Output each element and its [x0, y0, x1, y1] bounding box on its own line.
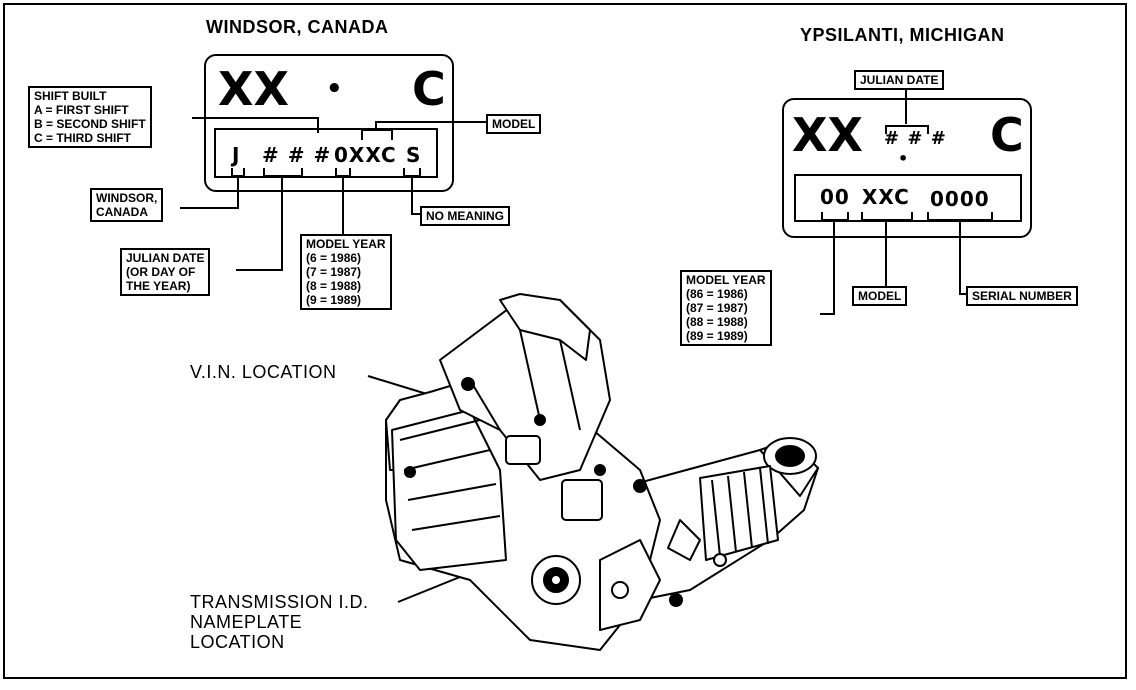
windsor-title: WINDSOR, CANADA [206, 17, 389, 37]
nameplate-location-line2: NAMEPLATE [190, 612, 303, 632]
windsor-plate-right: C [412, 62, 446, 116]
windsor-model-year-8: (8 = 1988) [306, 279, 362, 293]
no-meaning-leader [411, 176, 420, 215]
no-meaning-label: NO MEANING [420, 206, 510, 226]
model-leader [375, 121, 486, 130]
nameplate-location-line1: TRANSMISSION I.D. [190, 592, 369, 612]
vin-location-label: V.I.N. LOCATION [190, 362, 337, 382]
windsor-code-j: J [232, 143, 241, 167]
ypsilanti-nameplate [782, 98, 1032, 238]
windsor-code-model: 0XXC [334, 143, 397, 167]
windsor-code-hash: # # # [262, 143, 332, 167]
windsor-model-year-7: (7 = 1987) [306, 265, 362, 279]
windsor-plate-left: XX [218, 62, 289, 116]
ypsilanti-model-year-89: (89 = 1989) [686, 329, 748, 343]
windsor-code-s: S [406, 143, 422, 167]
windsor-nameplate [204, 54, 454, 192]
julian-date-line2: (OR DAY OF [126, 265, 196, 279]
julian-leader [236, 176, 283, 271]
shift-built-b: B = SECOND SHIFT [34, 117, 146, 131]
shift-built-box: SHIFT BUILT A = FIRST SHIFT B = SECOND S… [28, 86, 152, 148]
nameplate-location-label: TRANSMISSION I.D. NAMEPLATE LOCATION [190, 592, 369, 652]
ypsilanti-code-box [794, 174, 1022, 222]
yps-model-year-leader [820, 220, 835, 315]
windsor-model-year-9: (9 = 1989) [306, 293, 362, 307]
windsor-leader [180, 176, 239, 209]
ypsilanti-code-serial: 0000 [930, 187, 990, 211]
ypsilanti-title: YPSILANTI, MICHIGAN [800, 25, 1005, 45]
shift-built-c: C = THIRD SHIFT [34, 131, 132, 145]
ypsilanti-model-year-title: MODEL YEAR [686, 273, 766, 287]
yps-hash-bracket [885, 125, 929, 134]
windsor-model-label: MODEL [486, 114, 542, 134]
julian-date-line3: THE YEAR) [126, 279, 191, 293]
diagram-border [3, 3, 1127, 679]
ypsilanti-model-label: MODEL [852, 286, 908, 306]
shift-built-title: SHIFT BUILT [34, 89, 107, 103]
windsor-model-year-6: (6 = 1986) [306, 251, 362, 265]
ypsilanti-code-year: 00 [820, 185, 850, 209]
windsor-label-line1: WINDSOR, [96, 191, 158, 205]
ypsilanti-model-year-86: (86 = 1986) [686, 287, 748, 301]
ypsilanti-model-year-87: (87 = 1987) [686, 301, 748, 315]
ypsilanti-plate-right: C [990, 108, 1024, 162]
windsor-model-year-box: MODEL YEAR (6 = 1986) (7 = 1987) (8 = 19… [300, 234, 392, 310]
nameplate-location-line3: LOCATION [190, 632, 285, 652]
ypsilanti-plate-left: XX [792, 108, 863, 162]
shift-built-a: A = FIRST SHIFT [34, 103, 129, 117]
windsor-canada-box: WINDSOR, CANADA [90, 188, 164, 222]
julian-date-line1: JULIAN DATE [126, 251, 205, 265]
yps-serial-leader [959, 220, 968, 295]
ypsilanti-plate-hash: # # # [884, 128, 947, 149]
julian-date-box: JULIAN DATE (OR DAY OF THE YEAR) [120, 248, 211, 296]
ypsilanti-model-year-88: (88 = 1988) [686, 315, 748, 329]
windsor-label-line2: CANADA [96, 205, 148, 219]
ypsilanti-plate-dot: • [898, 149, 910, 168]
ypsilanti-serial-label: SERIAL NUMBER [966, 286, 1078, 306]
ypsilanti-model-year-box: MODEL YEAR (86 = 1986) (87 = 1987) (88 =… [680, 270, 772, 346]
ypsilanti-code-model: XXC [862, 185, 910, 209]
windsor-code-box [214, 128, 438, 178]
windsor-plate-dot: • [326, 74, 343, 104]
windsor-model-year-title: MODEL YEAR [306, 237, 386, 251]
transmission-illustration [385, 293, 819, 651]
ypsilanti-julian-label: JULIAN DATE [854, 70, 945, 90]
